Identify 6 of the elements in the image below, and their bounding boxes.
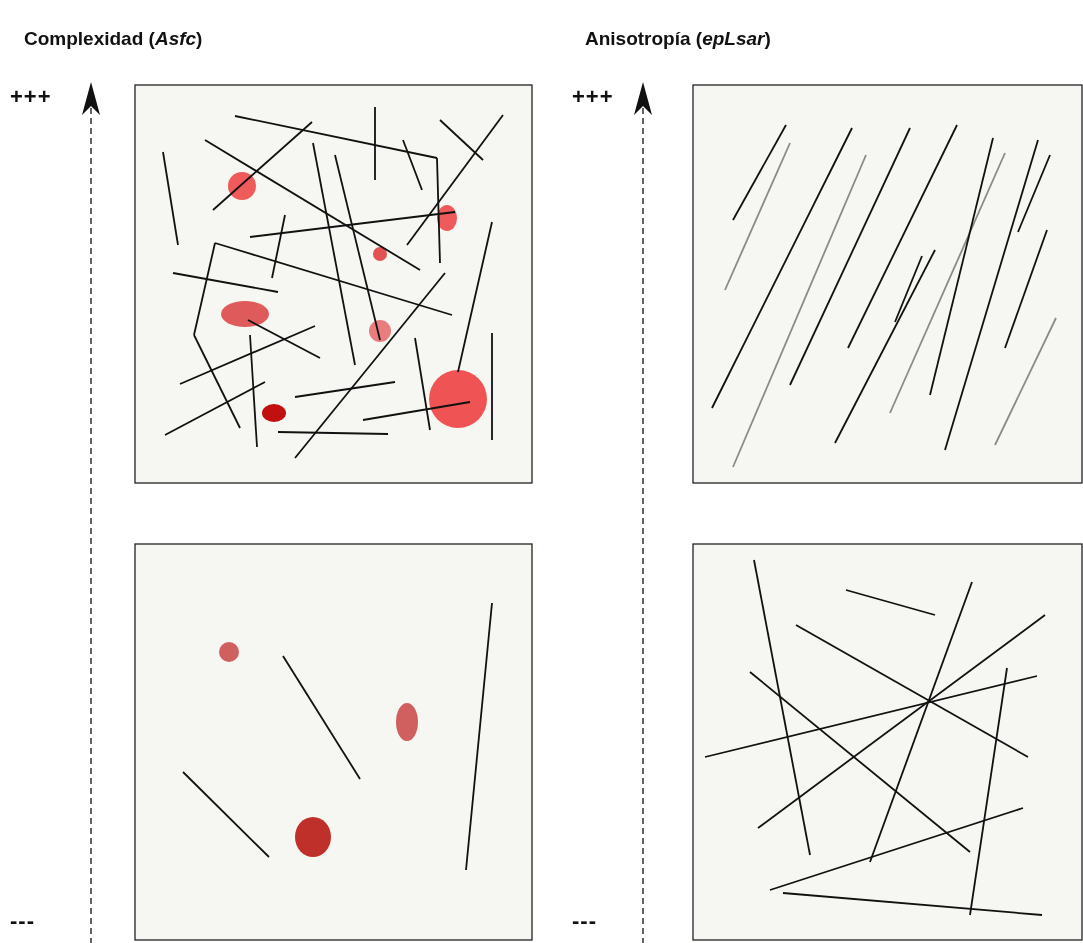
axis-heading: Anisotropía (epLsar): [585, 28, 771, 50]
axis-heading: Complexidad (Asfc): [24, 28, 203, 50]
scale-label: ---: [572, 908, 597, 934]
scale-label: ---: [10, 908, 35, 934]
scale-label: +++: [572, 84, 614, 110]
scale-label: +++: [10, 84, 52, 110]
